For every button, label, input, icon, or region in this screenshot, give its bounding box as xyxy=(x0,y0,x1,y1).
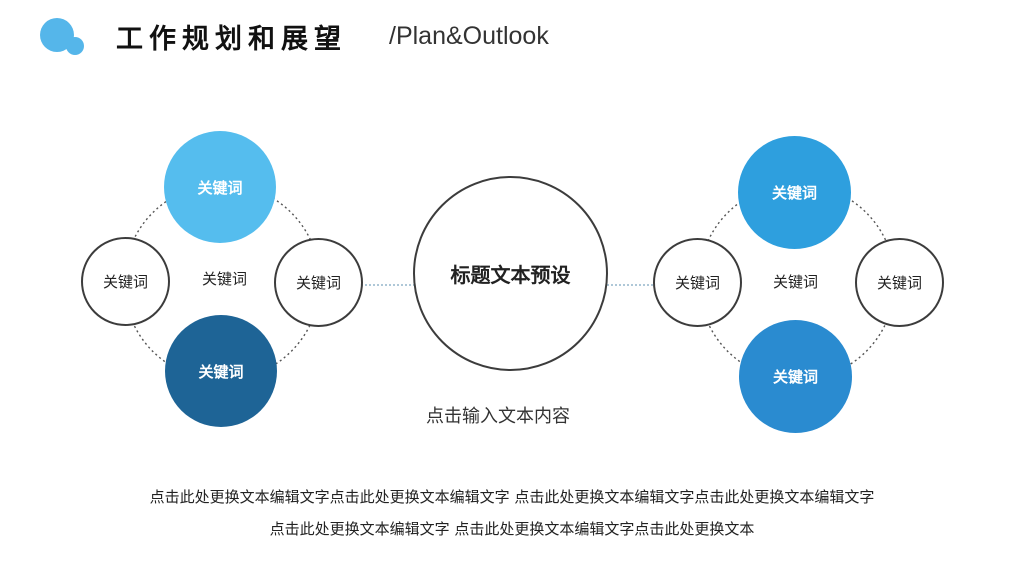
left-center-keyword: 关键词 xyxy=(202,270,248,288)
right-left-keyword: 关键词 xyxy=(674,274,720,292)
left-right-keyword-circle[interactable]: 关键词 xyxy=(274,238,363,327)
right-right-keyword-circle[interactable]: 关键词 xyxy=(855,238,944,327)
subtitle-text: Plan&Outlook xyxy=(395,22,549,50)
logo-icon xyxy=(40,18,84,55)
right-top-keyword-circle[interactable]: 关键词 xyxy=(738,136,851,249)
body-text-line-2: 点击此处更换文本编辑文字 点击此处更换文本编辑文字点击此处更换文本 xyxy=(269,520,755,538)
right-bottom-keyword: 关键词 xyxy=(772,368,818,386)
page-subtitle: /Plan&Outlook xyxy=(389,22,549,51)
page-title: 工作规划和展望 xyxy=(116,24,347,55)
right-center-keyword: 关键词 xyxy=(773,273,819,291)
right-top-keyword: 关键词 xyxy=(771,184,817,202)
left-bottom-keyword: 关键词 xyxy=(198,362,244,381)
center-title: 标题文本预设 xyxy=(450,263,571,287)
left-left-keyword: 关键词 xyxy=(102,273,148,291)
left-top-keyword-circle[interactable]: 关键词 xyxy=(164,131,276,243)
right-right-keyword: 关键词 xyxy=(876,274,922,292)
left-top-keyword: 关键词 xyxy=(197,178,243,197)
left-left-keyword-circle[interactable]: 关键词 xyxy=(81,237,170,326)
center-caption: 点击输入文本内容 xyxy=(426,406,570,427)
left-right-keyword: 关键词 xyxy=(295,274,341,292)
right-bottom-keyword-circle[interactable]: 关键词 xyxy=(739,320,852,433)
title-slash: / xyxy=(389,22,396,50)
left-bottom-keyword-circle[interactable]: 关键词 xyxy=(165,315,277,427)
body-text-line-1: 点击此处更换文本编辑文字点击此处更换文本编辑文字 点击此处更换文本编辑文字点击此… xyxy=(149,488,875,506)
right-left-keyword-circle[interactable]: 关键词 xyxy=(653,238,742,327)
center-title-circle[interactable]: 标题文本预设 xyxy=(413,176,608,371)
